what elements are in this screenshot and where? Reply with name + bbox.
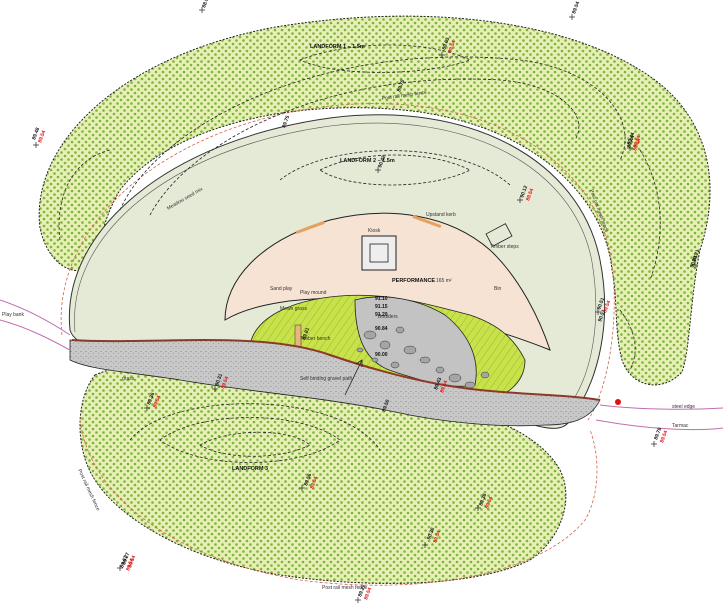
label-landform-south: LANDFORM 3 <box>232 466 268 472</box>
spot-level-existing: 89.54 <box>432 530 442 544</box>
spot-level-value: 90.42 <box>377 155 387 169</box>
arrow-main <box>344 359 363 396</box>
spot-level-value: 89.48 <box>31 127 41 141</box>
spot-level-value: 91.20 <box>375 312 388 318</box>
play-bank-route-2 <box>0 319 71 351</box>
level-markers <box>33 7 698 603</box>
spot-level-value: 91.10 <box>375 296 388 302</box>
spot-level-value: 89.67 <box>119 555 129 569</box>
spot-level-value: 89.70 <box>396 79 406 93</box>
spot-level-existing: 89.54 <box>127 555 137 569</box>
spot-level-value: 90.31 <box>214 373 224 387</box>
fence-line-outer <box>60 103 615 421</box>
label-play-bank: Play bank <box>2 312 24 318</box>
spot-level-existing: 89.54 <box>309 476 319 490</box>
spot-level-existing: 89.54 <box>152 395 162 409</box>
label-gravel-path: Self binding gravel path <box>300 376 352 382</box>
label-boulders: Boulders <box>378 314 398 320</box>
label-performance: PERFORMANCE <box>392 278 435 284</box>
spot-level-existing: 89.54 <box>447 40 457 54</box>
kiosk-inner <box>369 243 389 263</box>
spot-level-existing: 89.54 <box>363 587 373 601</box>
play-bank-route <box>0 299 71 336</box>
spot-level-existing: 89.54 <box>525 188 535 202</box>
spot-level-existing: 89.54 <box>602 300 612 314</box>
label-upstand-kerb: Upstand kerb <box>426 212 456 218</box>
spot-level-value: 90.84 <box>375 326 388 332</box>
label-timber-steps: Timber steps <box>490 244 519 250</box>
landform-north <box>38 15 711 386</box>
label-grass: grass <box>122 376 135 382</box>
label-steel-edge: steel edge <box>672 404 695 410</box>
label-sand-play: Sand play <box>270 286 293 292</box>
spot-level-value: 90.12 <box>519 185 529 199</box>
spot-level-value: 89.78 <box>653 427 663 441</box>
label-bin: Bin <box>494 286 501 292</box>
spot-level-value: 89.44 <box>626 135 636 149</box>
spot-level-existing: 89.54 <box>37 130 47 144</box>
spot-level-value: 89.81 <box>301 327 311 341</box>
spot-level-value: 89.44 <box>626 132 636 146</box>
spot-level-value: 90.51 <box>596 297 606 311</box>
fence-line-south <box>79 419 598 586</box>
spot-level-existing: 89.54 <box>484 496 494 510</box>
spot-level-value: 89.75 <box>281 115 291 129</box>
label-kiosk: Kiosk <box>368 228 381 234</box>
kiosk <box>361 235 397 271</box>
spot-level-value: 89.43 <box>433 377 443 391</box>
spot-level-value: 89.63 <box>441 37 451 51</box>
spot-level-value: 89.50 <box>381 399 391 413</box>
label-mown-grass: Mown grass <box>280 306 307 312</box>
kerb-line <box>71 339 601 401</box>
boulders <box>356 326 490 389</box>
spot-level-value: 90.00 <box>375 352 388 358</box>
spot-level-value: 89.27 <box>121 552 131 566</box>
spot-level-existing: 89.54 <box>632 135 642 149</box>
label-timber-bench: Timber bench <box>300 336 331 342</box>
arrow-main-head <box>355 359 363 367</box>
fence-line-inner <box>74 122 597 411</box>
spot-level-value: 89.56 <box>303 473 313 487</box>
spot-level-value: 88.99 <box>201 0 211 9</box>
spot-level-value: 91.15 <box>375 304 388 310</box>
contour-lines <box>58 44 661 463</box>
spot-red <box>615 399 621 405</box>
spot-level-value: 90.24 <box>689 255 699 269</box>
spot-level-existing: 89.54 <box>220 376 230 390</box>
spot-level-value: 89.36 <box>146 392 156 406</box>
spot-level-value: 89.22 <box>357 584 367 598</box>
tarmac-route-2 <box>595 419 723 431</box>
label-play-mound: Play mound <box>300 290 327 296</box>
tarmac-route <box>599 404 723 410</box>
label-performance-area: 165 m² <box>436 278 452 284</box>
spot-level-existing: 89.54 <box>659 430 669 444</box>
spot-level-value: 89.38 <box>478 493 488 507</box>
upstand-kerb-mark-east <box>412 214 442 229</box>
spot-level-value: 89.54 <box>571 1 581 15</box>
spot-level-existing: 89.54 <box>125 558 135 572</box>
spot-level-existing: 89.54 <box>439 380 449 394</box>
label-landform-north: LANDFORM 1 – 1.5m <box>310 44 365 50</box>
spot-level-value: 90.51 <box>597 309 607 323</box>
timber-steps <box>485 223 513 247</box>
label-fence-south: Post rail mesh fence <box>322 585 368 591</box>
spot-level-existing: 89.54 <box>632 138 642 152</box>
label-tarmac: Tarmac <box>672 423 689 429</box>
spot-level-value: 90.21 <box>691 249 701 263</box>
spot-level-value: 90.30 <box>426 527 436 541</box>
upstand-kerb-mark <box>295 220 325 235</box>
label-landform-mid: LANDFORM 2 – 1.5m <box>340 158 395 164</box>
